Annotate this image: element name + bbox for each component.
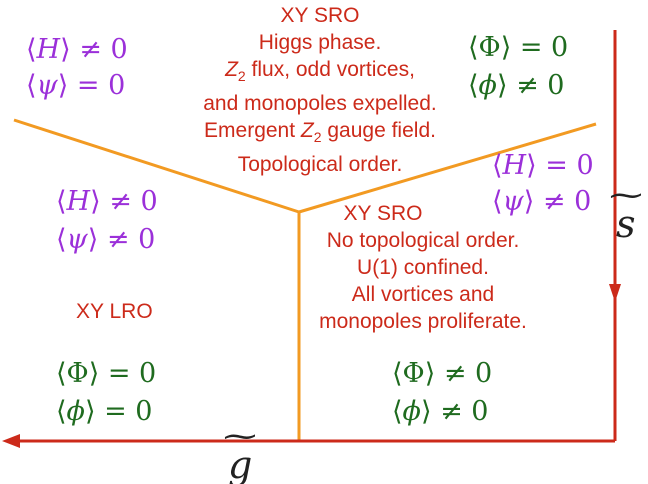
top-left-psi: ⟨ψ⟩ = 0 — [26, 70, 126, 101]
top-region-title: XY SRO — [280, 4, 360, 27]
top-right-Phi: ⟨Φ⟩ = 0 — [468, 32, 569, 63]
top-region-label: XY SRO Higgs phase. Z2 flux, odd vortice… — [170, 2, 470, 178]
axis-g-label: g — [228, 446, 252, 484]
right-region-line-1: No topological order. — [326, 229, 520, 252]
axis-s-arrowhead — [609, 284, 621, 302]
phase-boundary-left — [13, 118, 300, 214]
top-right-phi: ⟨ϕ⟩ ≠ 0 — [468, 70, 565, 101]
left-region-title: XY LRO — [76, 300, 153, 323]
top-left-H: ⟨H⟩ ≠ 0 — [26, 34, 128, 65]
top-region-line-2: Z2 flux, odd vortices, — [225, 58, 415, 85]
right-region-line-3: All vortices and — [351, 283, 495, 306]
top-region-line-3: and monopoles expelled. — [203, 92, 437, 116]
axis-g-arrowhead — [2, 434, 20, 448]
right-region-line-4: monopoles proliferate. — [319, 310, 527, 333]
top-region-line-1: Higgs phase. — [258, 31, 382, 54]
top-region-line-4: Emergent Z2 gauge field. — [204, 119, 436, 146]
axis-s-label: s — [616, 205, 636, 243]
right-Phi: ⟨Φ⟩ ≠ 0 — [392, 358, 493, 389]
left-phi: ⟨ϕ⟩ = 0 — [56, 396, 153, 427]
right-region-label: XY SRO No topological order. U(1) confin… — [298, 200, 548, 335]
right-region-line-2: U(1) confined. — [357, 256, 489, 279]
right-H: ⟨H⟩ = 0 — [492, 150, 594, 181]
left-psi: ⟨ψ⟩ ≠ 0 — [56, 224, 156, 255]
right-phi: ⟨ϕ⟩ ≠ 0 — [392, 396, 489, 427]
top-region-line-5: Topological order. — [237, 153, 403, 177]
left-H: ⟨H⟩ ≠ 0 — [56, 186, 158, 217]
right-region-title: XY SRO — [343, 202, 423, 225]
phase-boundary-right — [298, 122, 597, 214]
left-Phi: ⟨Φ⟩ = 0 — [56, 358, 157, 389]
right-psi: ⟨ψ⟩ ≠ 0 — [492, 186, 592, 217]
